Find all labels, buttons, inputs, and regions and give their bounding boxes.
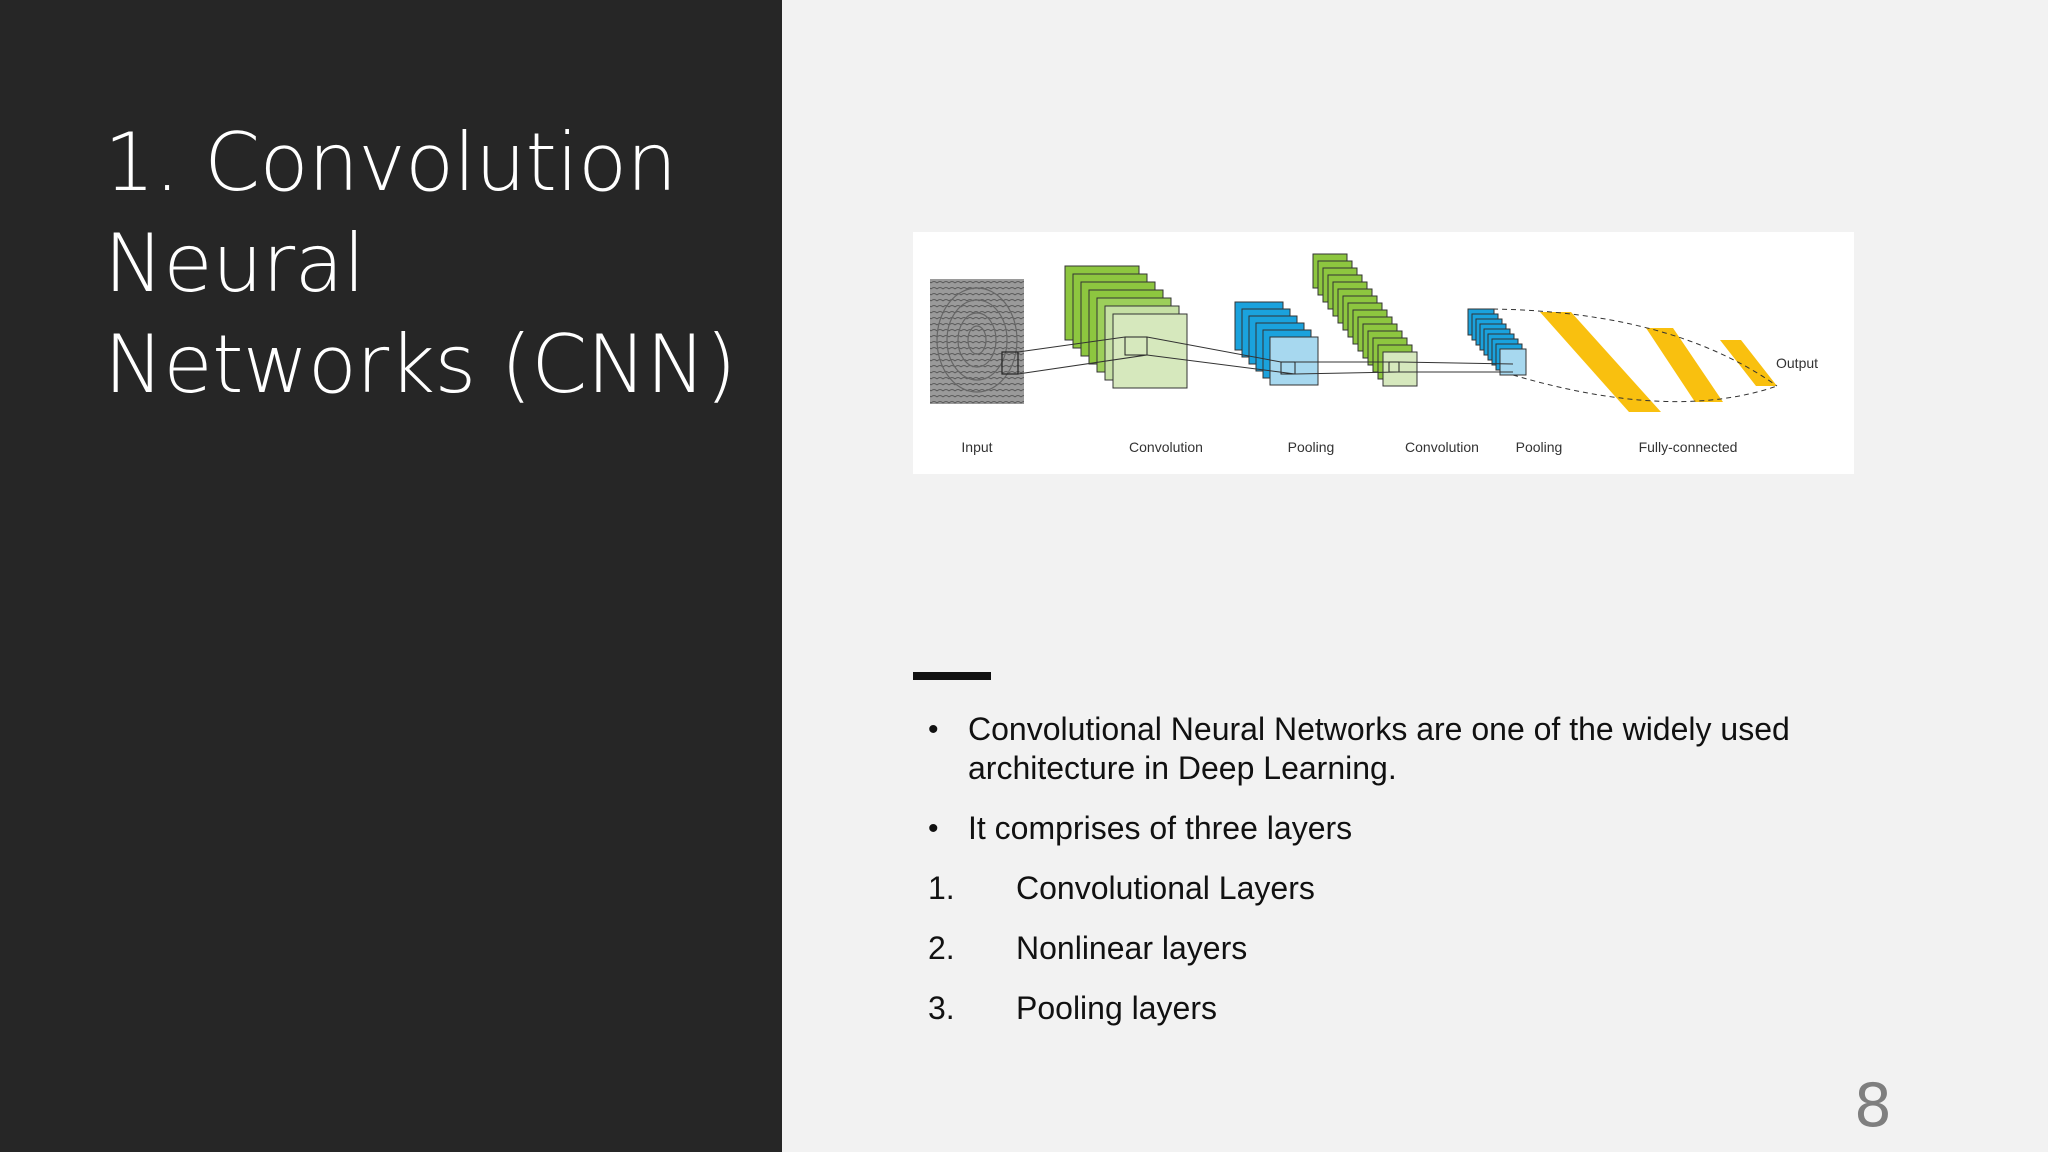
convolution-stack-2 [1312, 253, 1418, 387]
accent-bar [913, 672, 991, 680]
fully-connected-layers [1492, 308, 1778, 412]
label-input: Input [961, 439, 992, 455]
pooling-stack-1 [1234, 301, 1319, 386]
page-number: 8 [1853, 1071, 1892, 1141]
numbered-text: Convolutional Layers [1016, 870, 1315, 906]
input-image [930, 279, 1024, 404]
number-marker: 2. [928, 930, 955, 966]
number-marker: 1. [928, 870, 955, 906]
bullet-item: • It comprises of three layers [928, 809, 1858, 848]
label-pooling-1: Pooling [1288, 439, 1335, 455]
convolution-stack-1 [1064, 265, 1188, 389]
bullet-text: Convolutional Neural Networks are one of… [968, 711, 1790, 786]
cnn-diagram: Input Convolution Pooling Convolution Po… [930, 253, 1818, 455]
bullet-marker: • [928, 812, 939, 845]
title-panel: 1. Convolution Neural Networks (CNN) [0, 0, 782, 1152]
label-convolution-2: Convolution [1405, 439, 1479, 455]
cnn-architecture-figure: Input Convolution Pooling Convolution Po… [913, 232, 1854, 474]
label-fully-connected: Fully-connected [1639, 439, 1738, 455]
number-marker: 3. [928, 990, 955, 1026]
bullet-text: It comprises of three layers [968, 810, 1353, 846]
connector-lines [1017, 336, 1514, 375]
numbered-text: Pooling layers [1016, 990, 1217, 1026]
numbered-item: 2. Nonlinear layers [928, 929, 1858, 968]
label-output: Output [1776, 355, 1818, 371]
numbered-item: 3. Pooling layers [928, 989, 1858, 1028]
bullet-item: • Convolutional Neural Networks are one … [928, 710, 1858, 788]
label-pooling-2: Pooling [1516, 439, 1563, 455]
numbered-text: Nonlinear layers [1016, 930, 1248, 966]
pooling-stack-2 [1467, 308, 1527, 376]
slide-body: • Convolutional Neural Networks are one … [928, 710, 1858, 1049]
bullet-marker: • [928, 713, 939, 746]
label-convolution-1: Convolution [1129, 439, 1203, 455]
slide-title: 1. Convolution Neural Networks (CNN) [104, 116, 737, 411]
numbered-item: 1. Convolutional Layers [928, 869, 1858, 908]
